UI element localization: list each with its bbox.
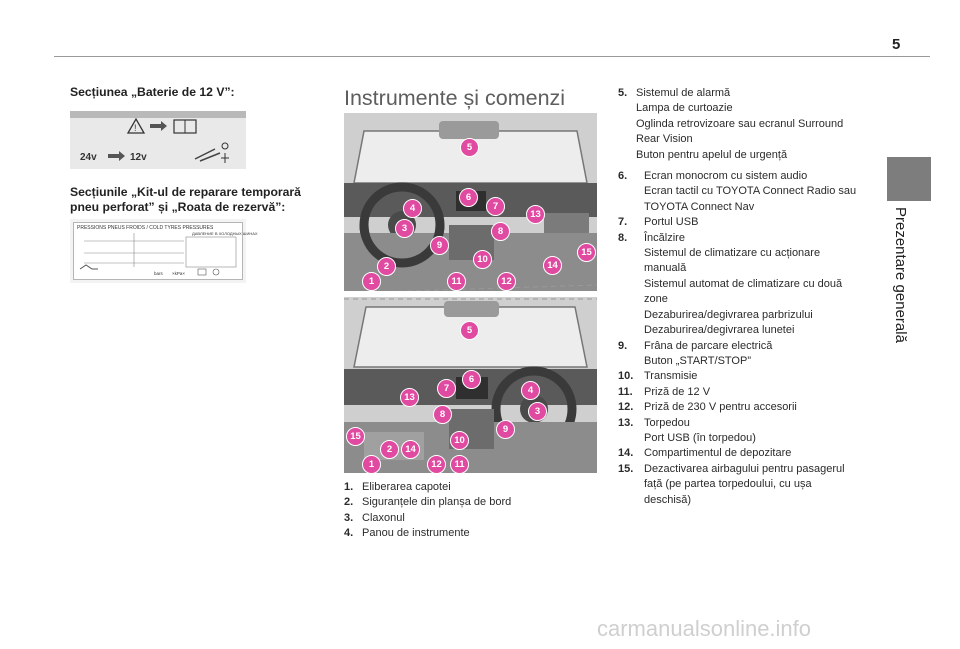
callout-top-15: 15 — [577, 243, 596, 262]
callout-top-8: 8 — [491, 222, 510, 241]
header-rule — [54, 56, 930, 57]
legend-item: 2.Siguranțele din planșa de bord — [344, 496, 512, 509]
callout-bottom-7: 7 — [437, 379, 456, 398]
battery-label-icons: ! 24v 12v — [70, 111, 246, 163]
callout-top-1: 1 — [362, 272, 381, 291]
callout-bottom-13: 13 — [400, 388, 419, 407]
battery-section-title: Secțiunea „Baterie de 12 V”: — [70, 85, 235, 99]
callout-top-5: 5 — [460, 138, 479, 157]
callout-top-3: 3 — [395, 219, 414, 238]
callout-top-4: 4 — [403, 199, 422, 218]
callout-top-14: 14 — [543, 256, 562, 275]
callout-bottom-10: 10 — [450, 431, 469, 450]
callout-top-2: 2 — [377, 257, 396, 276]
callout-bottom-9: 9 — [496, 420, 515, 439]
section-tab-marker — [887, 157, 931, 201]
tyre-pressure-label-image: PRESSIONS PNEUS FROIDS / COLD TYRES PRES… — [70, 219, 258, 283]
legend-right: 5.Sistemul de alarmă Lampa de curtoazie … — [618, 86, 880, 508]
legend-item: 14.Compartimentul de depozitare — [618, 447, 792, 460]
legend-item: 3.Claxonul — [344, 511, 405, 524]
callout-top-9: 9 — [430, 236, 449, 255]
callout-bottom-11: 11 — [450, 455, 469, 474]
legend-item: 10.Transmisie — [618, 370, 698, 383]
callout-top-13: 13 — [526, 205, 545, 224]
callout-bottom-14: 14 — [401, 440, 420, 459]
callout-bottom-1: 1 — [362, 455, 381, 474]
kit-section-title-line1: Secțiunile „Kit-ul de reparare temporară — [70, 185, 301, 199]
legend-item: 7.Portul USB — [618, 216, 699, 229]
legend-left: 1.Eliberarea capotei 2.Siguranțele din p… — [344, 480, 594, 542]
tyre-label-kpa: ×kPa× — [172, 271, 186, 276]
callout-top-10: 10 — [473, 250, 492, 269]
section-tab-label: Prezentare generală — [892, 207, 909, 343]
tyre-label-bars: bars — [154, 271, 163, 276]
legend-item: 9.Frâna de parcare electrică Buton „STAR… — [618, 339, 773, 367]
legend-item: 6.Ecran monocrom cu sistem audio Ecran t… — [618, 170, 857, 213]
tyre-label-frame: PRESSIONS PNEUS FROIDS / COLD TYRES PRES… — [73, 222, 258, 280]
callout-bottom-15: 15 — [346, 427, 365, 446]
callout-top-6: 6 — [459, 188, 478, 207]
callout-bottom-8: 8 — [433, 405, 452, 424]
legend-item: 5.Sistemul de alarmă Lampa de curtoazie … — [618, 87, 844, 161]
svg-text:12v: 12v — [130, 152, 147, 163]
legend-item: 13.Torpedou Port USB (în torpedou) — [618, 416, 756, 444]
callout-top-11: 11 — [447, 272, 466, 291]
legend-item: 4.Panou de instrumente — [344, 527, 470, 540]
page-number: 5 — [892, 36, 901, 53]
legend-item: 15.Dezactivarea airbagului pentru pasage… — [618, 462, 845, 506]
page-title: Instrumente și comenzi — [344, 86, 566, 110]
legend-item: 11.Priză de 12 V — [618, 385, 711, 398]
tyre-label-grid — [79, 233, 237, 276]
callout-bottom-5: 5 — [460, 321, 479, 340]
callout-bottom-6: 6 — [462, 370, 481, 389]
callout-bottom-3: 3 — [528, 402, 547, 421]
callout-bottom-12: 12 — [427, 455, 446, 474]
battery-label-image: ! 24v 12v — [70, 111, 246, 169]
legend-item: 8.Încălzire Sistemul de climatizare cu a… — [618, 231, 843, 337]
footer-watermark: carmanualsonline.info — [597, 616, 812, 641]
legend-item: 1.Eliberarea capotei — [344, 481, 451, 493]
legend-item: 12.Priză de 230 V pentru accesorii — [618, 401, 797, 414]
callout-bottom-2: 2 — [380, 440, 399, 459]
callout-top-7: 7 — [486, 197, 505, 216]
kit-section-title-line2: pneu perforat” și „Roata de rezervă”: — [70, 200, 286, 214]
svg-text:!: ! — [134, 123, 137, 133]
callout-top-12: 12 — [497, 272, 516, 291]
tyre-label-header-ru: ДАВЛЕНИЕ В ХОЛОДНЫХ ШИНАХ — [192, 231, 258, 236]
tyre-label-header: PRESSIONS PNEUS FROIDS / COLD TYRES PRES… — [77, 225, 214, 231]
svg-text:24v: 24v — [80, 152, 97, 163]
callout-bottom-4: 4 — [521, 381, 540, 400]
